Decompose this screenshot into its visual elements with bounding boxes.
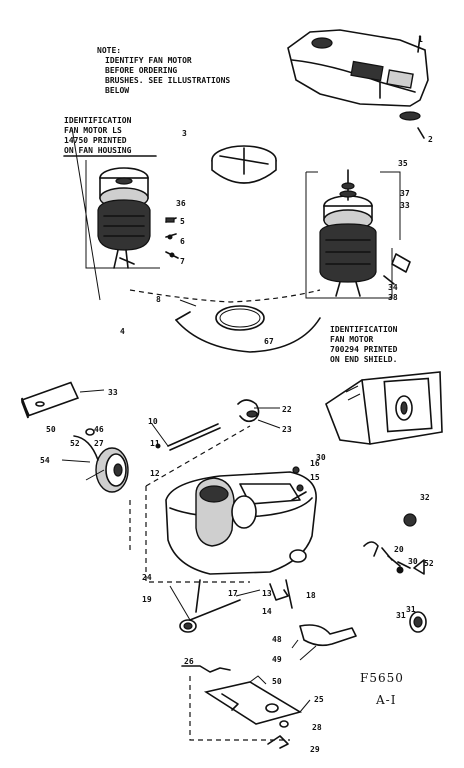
svg-text:A-I: A-I (375, 693, 396, 707)
svg-text:52: 52 (424, 559, 434, 568)
clamp (237, 399, 281, 429)
svg-text:22: 22 (282, 405, 292, 414)
front-wheel (169, 585, 241, 633)
svg-text:54: 54 (40, 456, 50, 465)
svg-text:27: 27 (94, 439, 104, 448)
gasket-and-cord (129, 289, 321, 353)
svg-text:24: 24 (142, 573, 152, 582)
svg-text:30: 30 (408, 557, 418, 566)
svg-text:35: 35 (398, 159, 408, 168)
svg-text:1: 1 (418, 35, 423, 44)
small-parts-right (363, 513, 427, 633)
svg-text:34: 34 (388, 283, 398, 292)
svg-text:31: 31 (406, 605, 416, 614)
svg-text:14: 14 (262, 607, 272, 616)
svg-text:BRUSHES. SEE ILLUSTRATIONS: BRUSHES. SEE ILLUSTRATIONS (105, 76, 230, 85)
svg-text:3: 3 (182, 129, 187, 138)
svg-text:8: 8 (156, 295, 161, 304)
svg-text:BEFORE ORDERING: BEFORE ORDERING (105, 66, 177, 75)
svg-text:29: 29 (310, 745, 320, 754)
svg-text:67: 67 (264, 337, 274, 346)
svg-text:38: 38 (388, 293, 398, 302)
id-right-text: IDENTIFICATION FAN MOTOR 700294 PRINTED … (330, 325, 398, 364)
svg-text:IDENTIFICATION: IDENTIFICATION (330, 325, 398, 334)
filter-disc (211, 145, 277, 184)
side-plate (20, 381, 105, 419)
svg-text:12: 12 (150, 469, 160, 478)
rod (151, 423, 221, 451)
svg-text:14750 PRINTED: 14750 PRINTED (64, 136, 127, 145)
svg-text:4: 4 (120, 327, 125, 336)
svg-text:20: 20 (394, 545, 404, 554)
fan-motor-right (305, 169, 411, 299)
svg-text:15: 15 (310, 473, 320, 482)
svg-text:26: 26 (184, 657, 194, 666)
svg-text:FAN MOTOR: FAN MOTOR (330, 335, 374, 344)
canister-body (129, 425, 317, 613)
svg-text:BELOW: BELOW (105, 86, 129, 95)
svg-text:FAN MOTOR LS: FAN MOTOR LS (64, 126, 122, 135)
callout-numbers: 1 2 3 35 37 33 36 5 6 7 34 38 8 4 67 33 … (40, 35, 434, 754)
svg-text:17: 17 (228, 589, 238, 598)
svg-text:10: 10 (148, 417, 158, 426)
svg-text:18: 18 (306, 591, 316, 600)
svg-text:23: 23 (282, 425, 292, 434)
svg-text:ON END SHIELD.: ON END SHIELD. (330, 355, 397, 364)
svg-text:2: 2 (428, 135, 433, 144)
svg-text:19: 19 (142, 595, 152, 604)
svg-text:37: 37 (400, 189, 410, 198)
svg-text:ON FAN HOUSING: ON FAN HOUSING (64, 146, 132, 155)
id-left-text: IDENTIFICATION FAN MOTOR LS 14750 PRINTE… (63, 116, 157, 157)
svg-text:48: 48 (272, 635, 282, 644)
fan-motor-left (71, 127, 179, 301)
svg-text:700294 PRINTED: 700294 PRINTED (330, 345, 398, 354)
svg-text:IDENTIFICATION: IDENTIFICATION (64, 116, 132, 125)
svg-text:52: 52 (70, 439, 80, 448)
svg-text:5: 5 (180, 217, 185, 226)
svg-text:31: 31 (396, 611, 406, 620)
svg-text:28: 28 (312, 723, 322, 732)
svg-text:11: 11 (150, 439, 160, 448)
svg-text:36: 36 (176, 199, 186, 208)
svg-text:32: 32 (420, 493, 430, 502)
svg-text:IDENTIFY FAN MOTOR: IDENTIFY FAN MOTOR (105, 56, 192, 65)
pedal (291, 624, 357, 661)
svg-text:NOTE:: NOTE: (97, 46, 121, 55)
bottom-plate (181, 665, 311, 749)
svg-text:46: 46 (94, 425, 104, 434)
dust-bag (325, 371, 443, 445)
canister-top (287, 29, 429, 139)
svg-text:33: 33 (108, 388, 118, 397)
svg-text:49: 49 (272, 655, 282, 664)
svg-text:6: 6 (180, 237, 185, 246)
svg-text:13: 13 (262, 589, 272, 598)
svg-text:33: 33 (400, 201, 410, 210)
svg-text:7: 7 (180, 257, 185, 266)
left-wheel (61, 428, 129, 493)
svg-text:F5650: F5650 (360, 671, 404, 685)
svg-text:16: 16 (310, 459, 320, 468)
figure-code: F5650 A-I (360, 671, 404, 707)
note-text: NOTE: IDENTIFY FAN MOTOR BEFORE ORDERING… (97, 46, 230, 95)
svg-text:50: 50 (272, 677, 282, 686)
svg-text:30: 30 (316, 453, 326, 462)
svg-text:25: 25 (314, 695, 324, 704)
svg-text:50: 50 (46, 425, 56, 434)
